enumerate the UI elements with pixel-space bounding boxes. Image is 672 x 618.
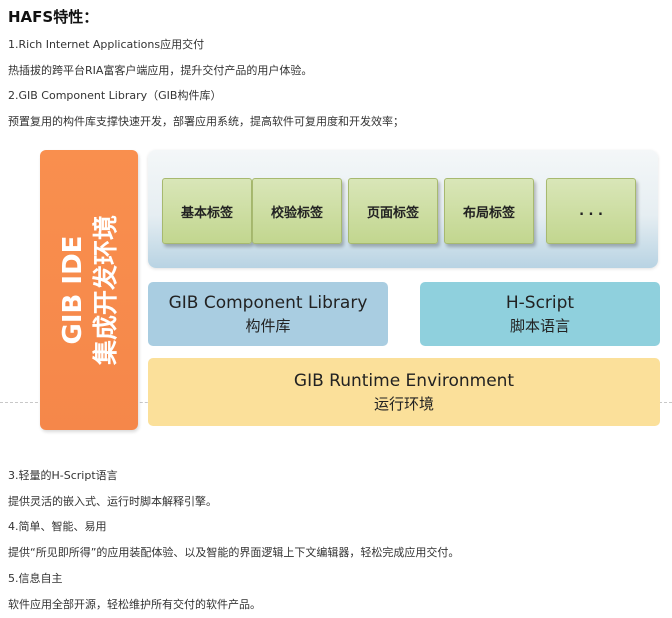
feature-2-title: 2.GIB Component Library（GIB构件库） <box>8 89 222 102</box>
hscript-block: H-Script 脚本语言 <box>420 282 660 346</box>
tag-more: . . . <box>546 178 636 244</box>
tag-page: 页面标签 <box>348 178 438 244</box>
feature-4-desc: 提供“所见即所得”的应用装配体验、以及智能的界面逻辑上下文编辑器，轻松完成应用交… <box>8 546 460 559</box>
architecture-diagram: GIB IDE 集成开发环境 基本标签 校验标签 页面标签 布局标签 . . .… <box>0 146 672 438</box>
ide-label: GIB IDE 集成开发环境 <box>57 215 121 365</box>
feature-4-title: 4.简单、智能、易用 <box>8 520 107 533</box>
feature-3-desc: 提供灵活的嵌入式、运行时脚本解释引擎。 <box>8 495 217 508</box>
component-library-zh: 构件库 <box>245 317 291 335</box>
tag-validation: 校验标签 <box>252 178 342 244</box>
hscript-zh: 脚本语言 <box>509 317 570 335</box>
ide-block: GIB IDE 集成开发环境 <box>40 150 138 430</box>
feature-2-desc: 预置复用的构件库支撑快速开发，部署应用系统，提高软件可复用度和开发效率； <box>8 115 404 128</box>
runtime-block: GIB Runtime Environment 运行环境 <box>148 358 660 426</box>
runtime-en: GIB Runtime Environment <box>293 371 515 391</box>
feature-5-desc: 软件应用全部开源，轻松维护所有交付的软件产品。 <box>8 598 261 611</box>
ide-subtitle: 集成开发环境 <box>90 214 120 366</box>
feature-1-desc: 热插拔的跨平台RIA富客户端应用，提升交付产品的用户体验。 <box>8 64 313 77</box>
runtime-zh: 运行环境 <box>373 395 434 413</box>
tag-layout: 布局标签 <box>444 178 534 244</box>
tag-basic: 基本标签 <box>162 178 252 244</box>
component-library-en: GIB Component Library <box>168 293 368 313</box>
feature-5-title: 5.信息自主 <box>8 572 63 585</box>
tags-panel: 基本标签 校验标签 页面标签 布局标签 . . . <box>148 150 658 268</box>
feature-3-title: 3.轻量的H-Script语言 <box>8 469 118 482</box>
feature-1-title: 1.Rich Internet Applications应用交付 <box>8 38 205 51</box>
ide-title: GIB IDE <box>58 235 89 345</box>
page-heading: HAFS特性： <box>8 8 99 26</box>
component-library-block: GIB Component Library 构件库 <box>148 282 388 346</box>
hscript-en: H-Script <box>505 293 575 313</box>
